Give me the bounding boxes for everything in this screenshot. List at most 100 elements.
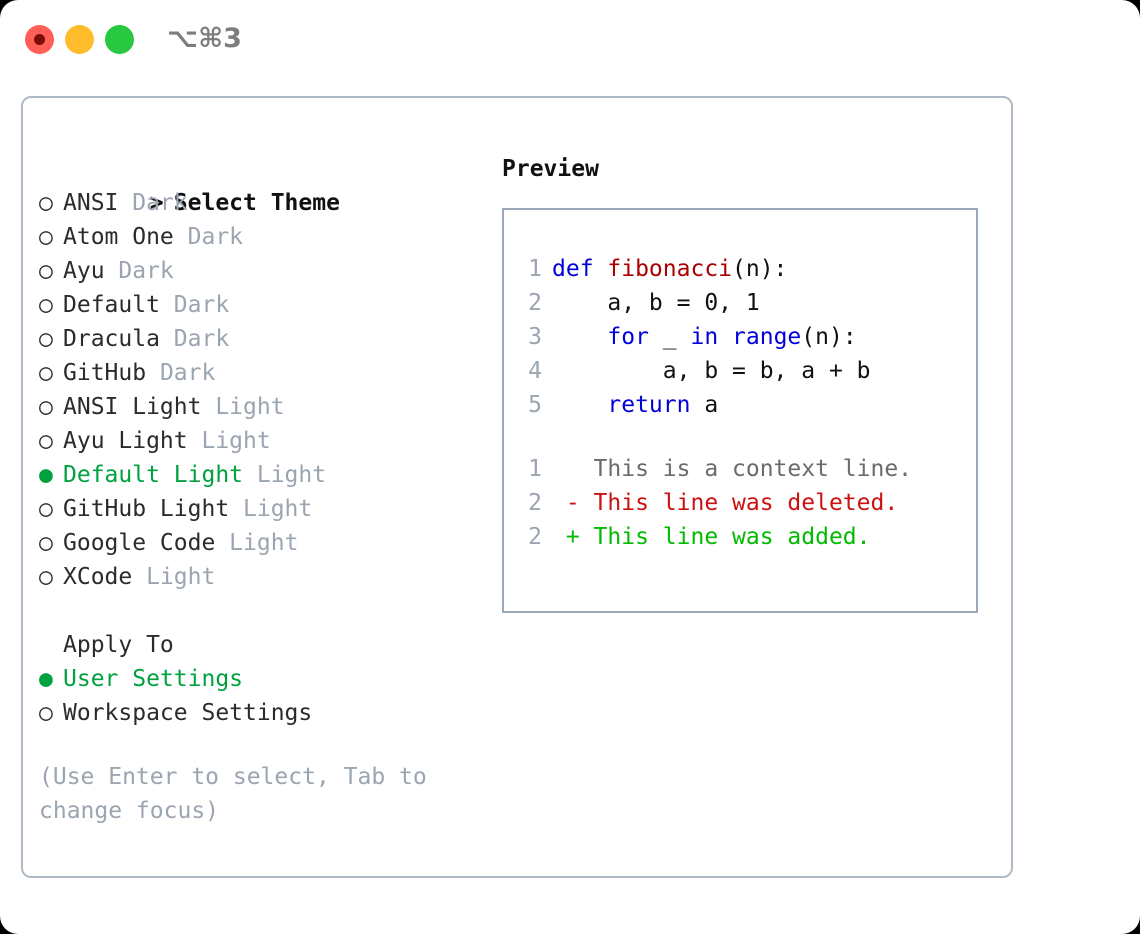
theme-item-label: ANSI Light — [63, 394, 202, 420]
theme-item-label: Atom One — [63, 224, 174, 250]
code-token — [552, 324, 607, 350]
code-token: a, b = 0, 1 — [552, 290, 760, 316]
theme-item-tag: Light — [215, 530, 299, 556]
code-line: 3 for _ in range(n): — [520, 320, 964, 354]
code-token: def — [552, 256, 608, 282]
theme-list-item[interactable]: ○ Ayu Light Light — [39, 424, 499, 458]
diff-marker: + — [552, 524, 594, 550]
line-number: 1 — [528, 456, 542, 482]
radio-unselected-icon[interactable]: ○ — [39, 326, 53, 352]
theme-list-item[interactable]: ○ Ayu Dark — [39, 254, 499, 288]
diff-line: 2 + This line was added. — [520, 520, 964, 554]
recording-indicator-icon — [34, 34, 45, 45]
theme-list: ○ANSI Dark○Atom One Dark○Ayu Dark○Defaul… — [39, 186, 499, 594]
line-number: 2 — [528, 490, 542, 516]
radio-unselected-icon[interactable]: ○ — [39, 224, 53, 250]
diff-text: This line was deleted. — [593, 490, 899, 516]
diff-marker — [552, 456, 594, 482]
list-spacer — [39, 594, 499, 628]
main-panel: >Select Theme ○ANSI Dark○Atom One Dark○A… — [21, 96, 1013, 878]
code-token: range — [732, 324, 802, 350]
radio-unselected-icon[interactable]: ○ — [39, 360, 53, 386]
line-number: 5 — [528, 392, 542, 418]
radio-unselected-icon[interactable]: ○ — [39, 700, 53, 726]
code-token: a — [690, 392, 719, 418]
theme-item-label: XCode — [63, 564, 133, 590]
diff-line: 1 This is a context line. — [520, 452, 964, 486]
theme-item-tag: Light — [243, 462, 327, 488]
theme-item-tag: Dark — [173, 224, 244, 250]
radio-unselected-icon[interactable]: ○ — [39, 258, 53, 284]
minimize-window-button[interactable] — [65, 25, 94, 54]
apply-to-list: ● User Settings ○ Workspace Settings — [39, 662, 499, 730]
theme-item-label: GitHub Light — [63, 496, 230, 522]
code-line: 2 a, b = 0, 1 — [520, 286, 964, 320]
code-token: in — [690, 324, 719, 350]
diff-text: This is a context line. — [593, 456, 913, 482]
theme-item-label: Dracula — [63, 326, 160, 352]
theme-item-tag: Light — [187, 428, 271, 454]
diff-marker: - — [552, 490, 594, 516]
theme-list-item[interactable]: ○ Atom One Dark — [39, 220, 499, 254]
theme-item-label: Default Light — [63, 462, 244, 488]
theme-list-item[interactable]: ○Default Dark — [39, 288, 499, 322]
theme-list-item[interactable]: ○ XCode Light — [39, 560, 499, 594]
radio-selected-icon[interactable]: ● — [39, 462, 53, 488]
code-line: 4 a, b = b, a + b — [520, 354, 964, 388]
theme-item-tag: Light — [132, 564, 216, 590]
theme-list-item[interactable]: ○GitHub Light Light — [39, 492, 499, 526]
apply-to-label: Workspace Settings — [63, 700, 313, 726]
theme-item-tag: Dark — [159, 326, 230, 352]
code-token: (n): — [732, 256, 788, 282]
diff-line: 2 - This line was deleted. — [520, 486, 964, 520]
line-number: 3 — [528, 324, 542, 350]
line-number: 4 — [528, 358, 542, 384]
code-diff-spacer — [520, 422, 964, 452]
theme-item-label: GitHub — [63, 360, 147, 386]
select-theme-label: Select Theme — [173, 190, 340, 216]
diff-sample: 1 This is a context line.2 - This line w… — [520, 452, 964, 554]
theme-selector-column: >Select Theme ○ANSI Dark○Atom One Dark○A… — [39, 152, 499, 828]
code-token — [552, 392, 607, 418]
radio-unselected-icon[interactable]: ○ — [39, 190, 53, 216]
line-number: 2 — [528, 290, 542, 316]
theme-list-item[interactable]: ○ Google Code Light — [39, 526, 499, 560]
window-title: ⌥⌘3 — [167, 23, 242, 54]
radio-unselected-icon[interactable]: ○ — [39, 428, 53, 454]
code-token: for — [607, 324, 649, 350]
maximize-window-button[interactable] — [105, 25, 134, 54]
theme-item-tag: Dark — [146, 360, 216, 386]
radio-unselected-icon[interactable]: ○ — [39, 564, 53, 590]
prompt-marker-icon: > — [149, 190, 164, 216]
theme-item-tag: Dark — [104, 258, 174, 284]
code-token — [718, 324, 732, 350]
theme-item-label: Ayu Light — [63, 428, 188, 454]
keyboard-hint-text: (Use Enter to select, Tab to change focu… — [39, 764, 427, 824]
theme-item-label: Default — [63, 292, 160, 318]
radio-unselected-icon[interactable]: ○ — [39, 292, 53, 318]
theme-list-item[interactable]: ○ANSI Dark — [39, 186, 499, 220]
code-token: _ — [648, 324, 691, 350]
theme-item-label: Ayu — [63, 258, 105, 284]
radio-selected-icon[interactable]: ● — [39, 666, 53, 692]
radio-unselected-icon[interactable]: ○ — [39, 530, 53, 556]
code-token: fibonacci — [607, 256, 733, 282]
radio-unselected-icon[interactable]: ○ — [39, 496, 53, 522]
apply-to-label: User Settings — [63, 666, 244, 692]
apply-to-item[interactable]: ○ Workspace Settings — [39, 696, 499, 730]
select-theme-header: > Select Theme — [39, 152, 499, 216]
theme-list-item[interactable]: ○ANSI Light Light — [39, 390, 499, 424]
apply-to-header: Apply To — [63, 632, 174, 658]
apply-to-item[interactable]: ● User Settings — [39, 662, 499, 696]
code-line: 5 return a — [520, 388, 964, 422]
radio-unselected-icon[interactable]: ○ — [39, 394, 53, 420]
code-token: a, b = b, a + b — [552, 358, 871, 384]
theme-list-item[interactable]: ● Default Light Light — [39, 458, 499, 492]
theme-item-label: Google Code — [63, 530, 216, 556]
theme-list-item[interactable]: ○ GitHub Dark — [39, 356, 499, 390]
theme-list-item[interactable]: ○ Dracula Dark — [39, 322, 499, 356]
